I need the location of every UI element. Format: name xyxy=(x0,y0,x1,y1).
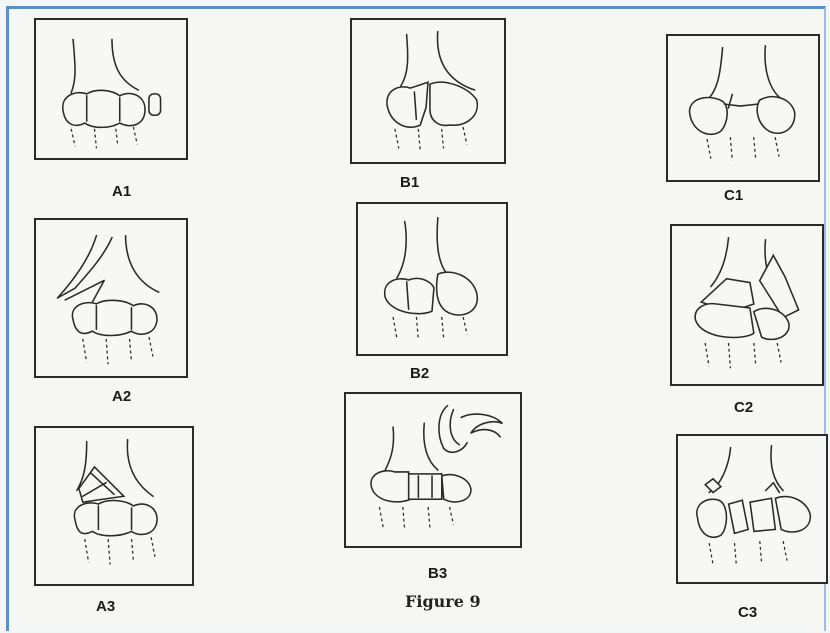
label-c1: C1 xyxy=(724,187,743,204)
panel-a2 xyxy=(34,218,188,378)
elbow-drawing-a3 xyxy=(36,428,192,584)
label-b1: B1 xyxy=(400,174,419,191)
figure-caption: Figure 9 xyxy=(405,592,481,611)
panel-c2 xyxy=(670,224,824,386)
elbow-drawing-b2 xyxy=(358,204,506,354)
panel-c3 xyxy=(676,434,828,584)
panel-b1 xyxy=(350,18,506,164)
elbow-drawing-c2 xyxy=(672,226,822,384)
label-b3: B3 xyxy=(428,565,447,582)
elbow-drawing-c1 xyxy=(668,36,818,180)
panel-b2 xyxy=(356,202,508,356)
label-a3: A3 xyxy=(96,598,115,615)
label-b2: B2 xyxy=(410,365,429,382)
panel-b3 xyxy=(344,392,522,548)
label-c3: C3 xyxy=(738,604,757,621)
elbow-drawing-a1 xyxy=(36,20,186,158)
elbow-drawing-c3 xyxy=(678,436,826,582)
label-a2: A2 xyxy=(112,388,131,405)
elbow-drawing-a2 xyxy=(36,220,186,376)
elbow-drawing-b1 xyxy=(352,20,504,162)
label-a1: A1 xyxy=(112,183,131,200)
panel-a1 xyxy=(34,18,188,160)
elbow-drawing-b3 xyxy=(346,394,520,546)
panel-a3 xyxy=(34,426,194,586)
label-c2: C2 xyxy=(734,399,753,416)
panel-c1 xyxy=(666,34,820,182)
